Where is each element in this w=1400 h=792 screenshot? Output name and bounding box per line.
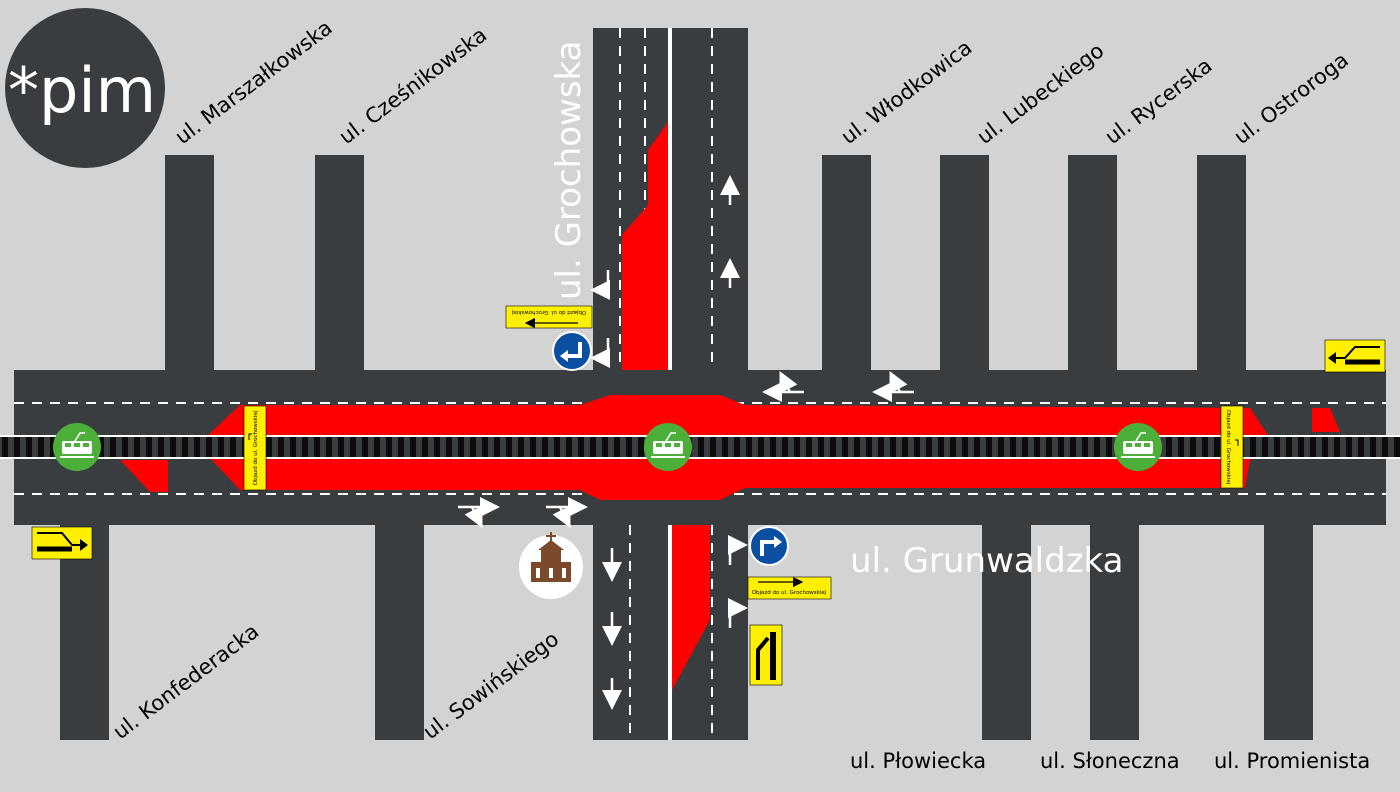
road-czesnikowska <box>315 155 364 375</box>
road-rycerska <box>1068 155 1117 375</box>
road-promienista <box>1264 520 1313 740</box>
label-lubeckiego: ul. Lubeckiego <box>973 38 1109 149</box>
closure-grochowska-south <box>672 525 710 690</box>
logo-text: *pim <box>8 54 156 127</box>
label-ostroroga: ul. Ostroroga <box>1230 48 1353 149</box>
road-wlodkowica <box>822 155 871 375</box>
closure-grochowska-north <box>622 122 668 370</box>
label-promienista: ul. Promienista <box>1214 749 1370 773</box>
label-konfederacka: ul. Konfederacka <box>109 619 264 744</box>
lane-arrows <box>458 175 914 710</box>
tram-stop-icon <box>1114 423 1162 471</box>
closure-west-tail <box>120 460 168 492</box>
detour-sign-vertical-left: Objazd do ul. Grochowskiej <box>243 405 267 491</box>
closure-east-tail <box>1312 408 1340 432</box>
road-ostroroga <box>1197 155 1246 375</box>
road-lubeckiego <box>940 155 989 375</box>
detour-sign-top: Objazd do ul. Grochowskiej <box>505 305 593 329</box>
tram-stop-icon <box>53 423 101 471</box>
label-grunwaldzka: ul. Grunwaldzka <box>850 541 1123 581</box>
tram-stops <box>53 423 1162 471</box>
tram-stop-icon <box>644 423 692 471</box>
detour-sign-vertical-right: Objazd do ul. Grochowskiej <box>1220 405 1244 489</box>
label-marszalkowska: ul. Marszałkowska <box>171 15 337 148</box>
detour-label-top: Objazd do ul. Grochowskiej <box>511 309 586 315</box>
label-wlodkowica: ul. Włodkowica <box>837 35 977 149</box>
mandatory-turn-left-icon <box>552 331 592 371</box>
detour-sign-bottom: Objazd do ul. Grochowskiej <box>747 576 832 600</box>
church-icon <box>519 532 583 599</box>
lane-merge-sign-left <box>31 526 93 560</box>
road-marszalkowska <box>165 155 214 375</box>
label-plowiecka: ul. Płowiecka <box>850 749 986 773</box>
label-czesnikowska: ul. Cześnikowska <box>335 23 492 149</box>
road-sowinskiego <box>375 520 424 740</box>
lane-merge-sign-right <box>1324 339 1386 373</box>
mandatory-turn-right-icon <box>749 526 789 566</box>
pim-logo: *pim <box>5 8 165 168</box>
detour-label-bottom: Objazd do ul. Grochowskiej <box>752 590 827 596</box>
road-sloneczna <box>1090 520 1139 740</box>
label-sloneczna: ul. Słoneczna <box>1040 749 1180 773</box>
label-grochowska: ul. Grochowska <box>549 41 589 300</box>
detour-label-vertical-left: Objazd do ul. Grochowskiej <box>253 410 259 485</box>
label-sowinskiego: ul. Sowińskiego <box>419 627 564 744</box>
label-rycerska: ul. Rycerska <box>1101 53 1217 149</box>
lane-ends-sign <box>749 624 783 686</box>
detour-label-vertical-right: Objazd do ul. Grochowskiej <box>1225 410 1231 485</box>
road-plowiecka <box>982 520 1031 740</box>
side-streets-top <box>165 155 1246 375</box>
